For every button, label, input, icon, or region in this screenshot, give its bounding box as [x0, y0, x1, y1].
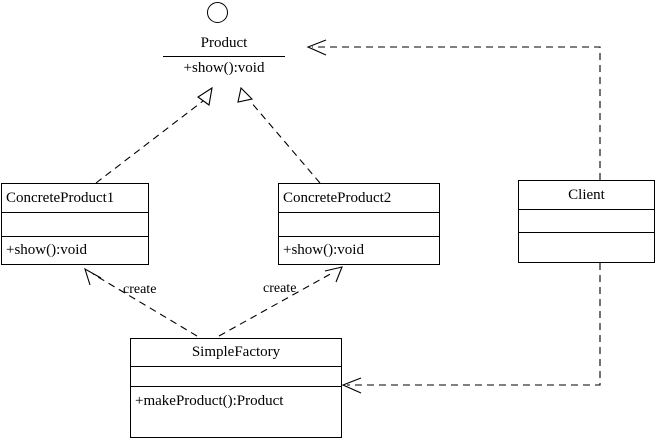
edge-label-create-left: create — [123, 282, 157, 297]
uml-class-concreteproduct2[interactable]: ConcreteProduct2 +show():void — [278, 183, 440, 265]
concreteproduct1-class-name: ConcreteProduct1 — [2, 184, 148, 213]
realize-cp1-line — [95, 100, 204, 184]
concreteproduct2-class-name: ConcreteProduct2 — [279, 184, 439, 213]
concreteproduct2-method-show: +show():void — [283, 242, 364, 259]
concreteproduct1-method-show: +show():void — [6, 242, 87, 259]
client-product-line — [312, 46, 601, 180]
client-methods — [519, 233, 654, 262]
realize-cp2-line — [249, 100, 321, 184]
edge-realize-concreteproduct2-product — [237, 86, 321, 184]
client-product-open-arrowhead — [306, 39, 327, 56]
client-simplefactory-open-arrowhead — [341, 377, 362, 394]
uml-class-product[interactable]: Product +show():void — [163, 31, 285, 81]
concreteproduct1-attributes — [2, 213, 148, 237]
uml-class-concreteproduct1[interactable]: ConcreteProduct1 +show():void — [1, 183, 149, 265]
create-cp2-line — [218, 271, 335, 337]
edge-create-simplefactory-concreteproduct1 — [84, 267, 198, 337]
uml-class-client[interactable]: Client — [518, 180, 655, 263]
realize-cp2-hollow-triangle-arrowhead — [237, 86, 254, 103]
client-simplefactory-line — [347, 263, 601, 386]
simplefactory-attributes — [131, 367, 341, 387]
product-class-name: Product — [163, 31, 285, 57]
uml-class-simplefactory[interactable]: SimpleFactory +makeProduct():Product — [130, 338, 342, 438]
client-class-name: Client — [519, 181, 654, 210]
client-attributes — [519, 210, 654, 233]
edge-dependency-client-product — [306, 39, 601, 180]
create-cp1-line — [92, 273, 198, 337]
create-cp1-open-arrowhead — [84, 267, 102, 286]
product-method-show: +show():void — [183, 60, 265, 77]
edge-label-create-right: create — [263, 281, 297, 296]
edge-realize-concreteproduct1-product — [95, 86, 213, 184]
interface-lollipop-icon — [207, 2, 228, 23]
concreteproduct2-attributes — [279, 213, 439, 237]
realize-cp1-hollow-triangle-arrowhead — [197, 86, 213, 106]
simplefactory-method-makeproduct: +makeProduct():Product — [135, 392, 284, 409]
create-cp2-open-arrowhead — [324, 266, 343, 283]
edge-create-simplefactory-concreteproduct2 — [218, 266, 343, 337]
edge-dependency-client-simplefactory — [341, 263, 601, 394]
simplefactory-class-name: SimpleFactory — [131, 339, 341, 367]
